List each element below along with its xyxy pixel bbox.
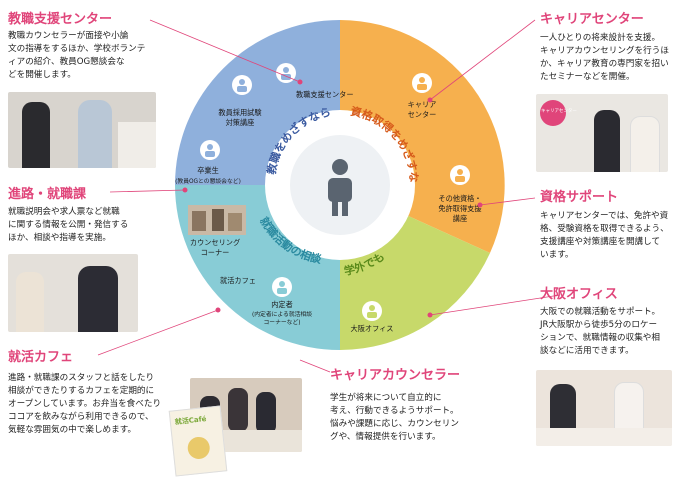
person-icon	[450, 165, 470, 185]
node-teacher-exam-line1: 教員採用試験	[218, 108, 262, 117]
node-graduate-line2: (教員OGとの懇談会など)	[175, 177, 241, 185]
node-license-line3: 講座	[453, 214, 467, 223]
node-counseling-line1: カウンセリング	[190, 238, 240, 247]
node-osaka: 大阪オフィス	[351, 324, 394, 333]
node-interview-line3: コーナーなど)	[263, 318, 300, 326]
node-career-center-line1: キャリア	[408, 100, 437, 109]
person-icon	[232, 75, 252, 95]
job-cafe-desc: 進路・就職課のスタッフと話をしたり 相談ができたりするカフェを定期的に オープン…	[8, 373, 162, 435]
osaka-office-title: 大阪オフィス	[540, 287, 618, 302]
career-center-photo: キャリアセンター	[536, 94, 668, 172]
teaching-center-title: 教職支援センター	[8, 12, 113, 27]
node-career-center-line2: センター	[408, 110, 437, 119]
node-license-line2: 免許取得支援	[438, 204, 481, 213]
node-job-cafe: 就活カフェ	[220, 276, 256, 285]
node-license-line1: その他資格・	[438, 194, 481, 203]
career-course-desc: 就職説明会や求人票など就職 に関する情報を公開・発信する ほか、相談や指導を実施…	[8, 207, 129, 243]
teaching-center-photo	[8, 92, 156, 168]
person-icon	[412, 73, 432, 93]
career-counselor-desc: 学生が将来について自立的に 考え、行動できるようサポート。 悩みや課題に応じ、カ…	[330, 393, 459, 442]
node-interview-line1: 内定者	[271, 300, 293, 309]
person-icon	[200, 140, 220, 160]
license-support-title: 資格サポート	[540, 190, 619, 205]
teaching-center-desc: 教職カウンセラーが面接や小論 文の指導をするほか、学校ボランテ ィアの紹介、教員…	[8, 31, 146, 80]
career-course-title: 進路・就職課	[8, 187, 87, 202]
node-counseling-line2: コーナー	[201, 248, 230, 257]
job-cafe-card: 就活Café	[168, 405, 228, 477]
osaka-office-desc: 大阪での就職活動をサポート。 JR大阪駅から徒歩5分のロケー ションで、就職情報…	[540, 307, 661, 356]
job-cafe-title: 就活カフェ	[8, 350, 74, 365]
osaka-office-photo	[536, 370, 672, 446]
node-teacher-exam-line2: 対策講座	[226, 118, 255, 127]
node-interview-line2: (内定者による就活相談	[252, 310, 312, 318]
support-ring-diagram: 教職をめざすなら 資格取得をめざすなら 就職活動の相談 学外でも 教職支援センタ…	[170, 15, 505, 350]
career-center-title: キャリアセンター	[540, 12, 644, 27]
career-center-desc: 一人ひとりの将来設計を支援。 キャリアカウンセリングを行うほ か、キャリア教育の…	[540, 33, 669, 82]
career-course-photo	[8, 254, 138, 332]
person-icon	[328, 159, 352, 216]
person-icon	[272, 277, 292, 297]
node-teaching-center: 教職支援センター	[296, 90, 354, 99]
career-counselor-title: キャリアカウンセラー	[330, 368, 461, 383]
node-graduate-line1: 卒業生	[197, 166, 219, 175]
license-support-desc: キャリアセンターでは、免許や資 格、受験資格を取得できるよう、 支援講座や対策講…	[540, 211, 669, 260]
person-icon	[362, 301, 382, 321]
